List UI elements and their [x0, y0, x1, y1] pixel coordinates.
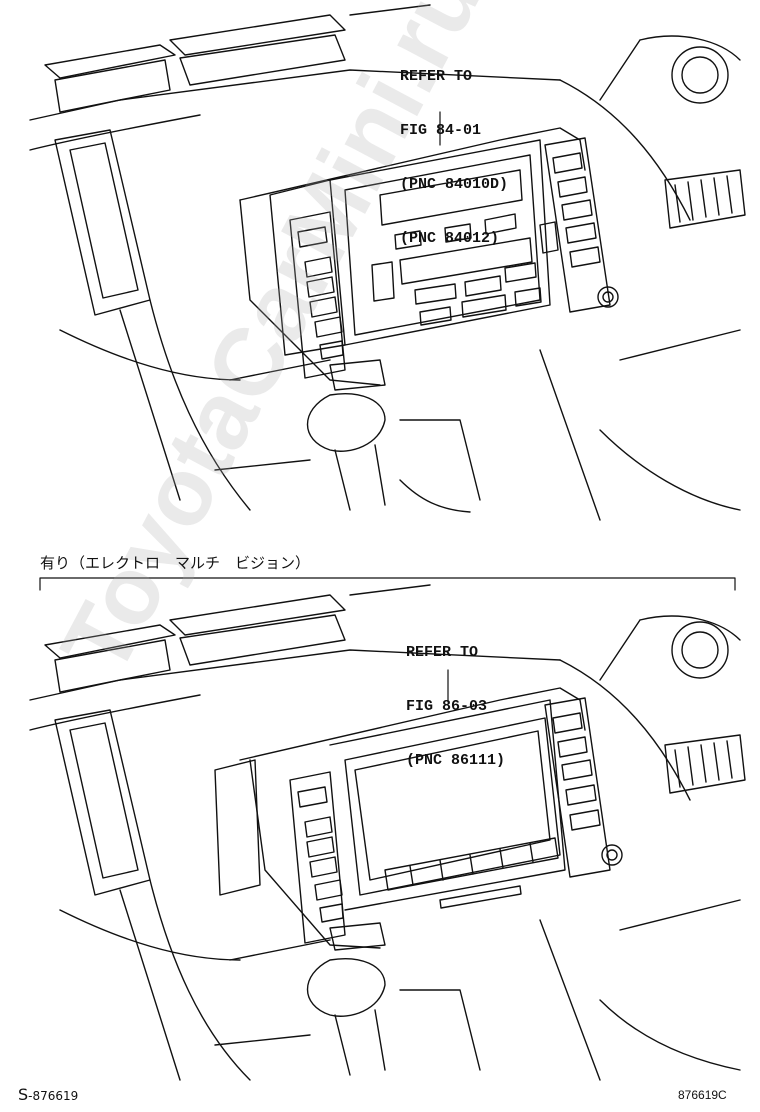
top-dashboard	[29, 4, 746, 521]
bottom-callout: REFER TO FIG 86-03 (PNC 86111)	[406, 608, 505, 788]
top-callout-line-4: (PNC 84012)	[400, 230, 500, 247]
figure-id: 876619C	[678, 1088, 727, 1102]
top-callout-line-3: (PNC 84010D)	[400, 176, 509, 193]
section-bracket	[39, 577, 736, 591]
section-label: 有り（エレクトロ マルチ ビジョン）	[40, 554, 311, 572]
top-callout: REFER TO FIG 84-01 (PNC 84010D) (PNC 840…	[400, 32, 508, 266]
top-callout-line-2: FIG 84-01	[400, 122, 482, 139]
footer-code: S-876619	[18, 1085, 78, 1104]
top-callout-line-1: REFER TO	[400, 68, 473, 85]
bottom-callout-line-3: (PNC 86111)	[406, 752, 506, 769]
bottom-callout-line-2: FIG 86-03	[406, 698, 488, 715]
footer-code-number: 876619	[32, 1089, 79, 1103]
bottom-dashboard	[29, 584, 746, 1081]
footer-dash: -	[28, 1089, 33, 1103]
footer-prefix: S	[18, 1085, 29, 1104]
bottom-callout-line-1: REFER TO	[406, 644, 479, 661]
